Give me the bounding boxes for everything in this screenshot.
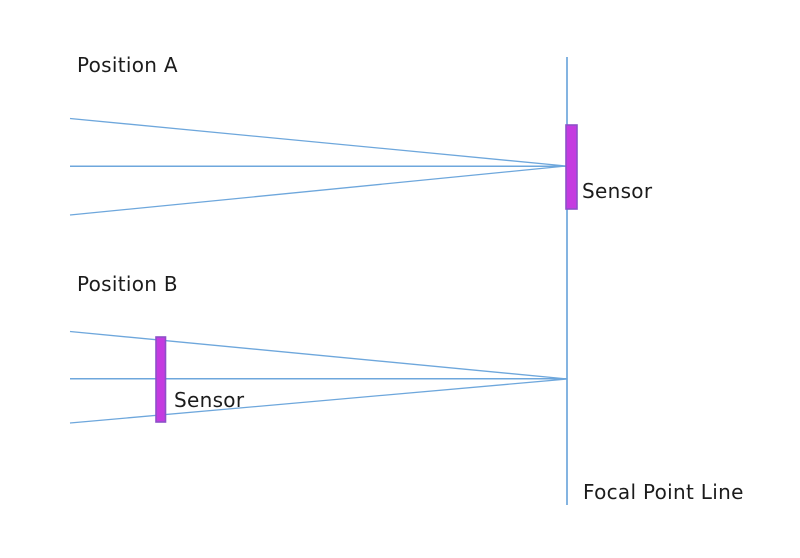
- position-b-ray-top: [69, 330, 568, 380]
- sensor-a-label: Sensor: [582, 179, 653, 203]
- position-b-label: Position B: [77, 272, 178, 296]
- sensor-b-label: Sensor: [174, 388, 245, 412]
- position-a-ray-bottom: [69, 165, 567, 216]
- position-a-rays: [69, 117, 567, 216]
- position-a-label: Position A: [77, 53, 178, 77]
- sensor-a-rect: [565, 124, 578, 210]
- position-a-ray-top: [69, 117, 567, 167]
- sensor-b-rect: [155, 336, 167, 423]
- position-b-ray-bottom: [69, 378, 568, 424]
- focal-point-line-label: Focal Point Line: [583, 480, 744, 504]
- position-b-rays: [69, 330, 568, 424]
